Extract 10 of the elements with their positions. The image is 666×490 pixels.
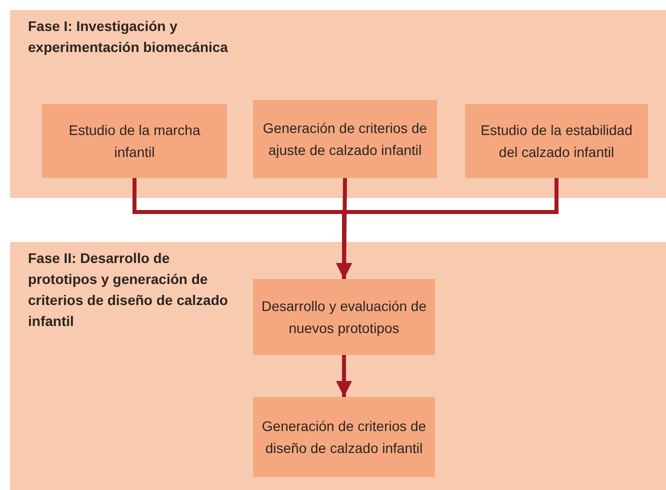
phase-panel <box>10 242 666 490</box>
phase-panel <box>10 10 666 198</box>
phase-heading: Fase II: Desarrollo de prototipos y generación de criterios de diseño de calzado infantil <box>28 249 228 331</box>
process-box: Generación de criterios de ajuste de calzado infantil <box>253 100 437 178</box>
arrow <box>336 355 352 397</box>
process-box: Generación de criterios de diseño de calzado infantil <box>253 397 435 477</box>
process-box: Estudio de la marcha infantil <box>42 104 227 178</box>
phase-heading: Fase I: Investigación y experimentación biomecánica <box>28 17 228 57</box>
process-box: Desarrollo y evaluación de nuevos prototipos <box>253 279 435 355</box>
process-box: Estudio de la estabilidad del calzado infantil <box>465 104 648 178</box>
